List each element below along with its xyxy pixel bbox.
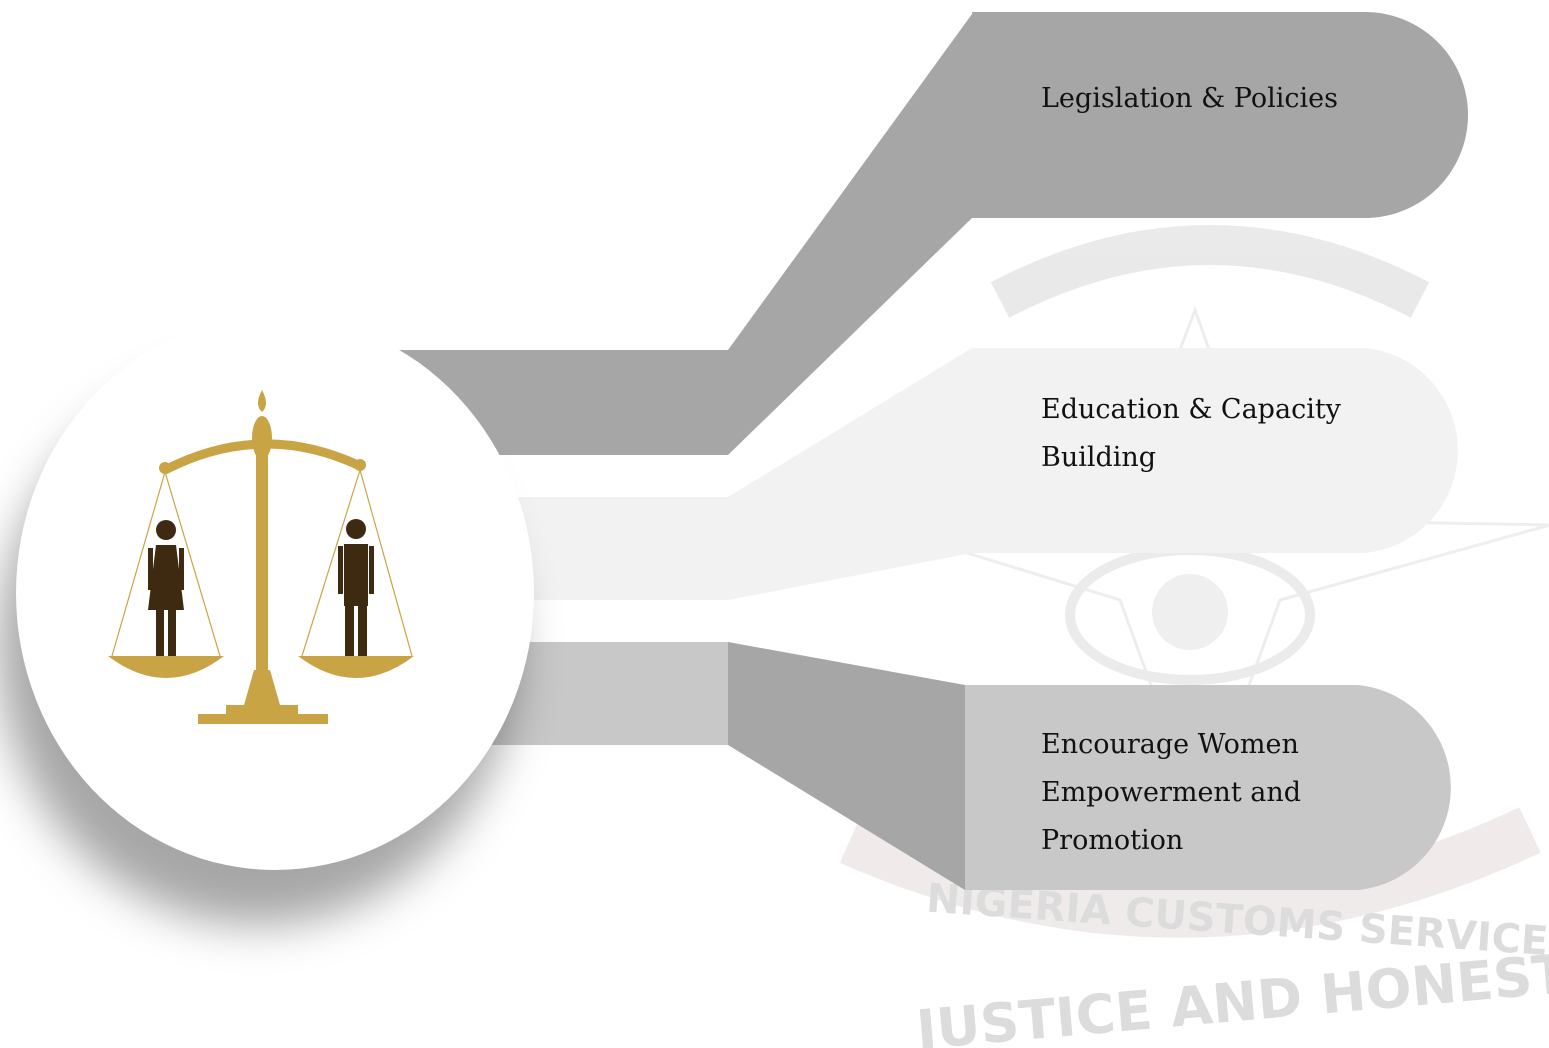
branch-box-middle: [972, 348, 1458, 553]
branch-label-education-line1: Education & Capacity: [1041, 394, 1341, 425]
branch-label-education: Education & Capacity Building: [1041, 386, 1341, 482]
branch-label-empowerment-line1: Encourage Women: [1041, 729, 1299, 760]
branch-box-bottom: [965, 685, 1451, 890]
connector-top: [380, 14, 972, 455]
branch-label-education-line2: Building: [1041, 442, 1157, 473]
branch-label-empowerment-line2: Empowerment and: [1041, 777, 1302, 808]
branch-label-legislation-text: Legislation & Policies: [1041, 83, 1338, 114]
branch-label-legislation: Legislation & Policies: [1041, 75, 1338, 123]
connector-bottom: [728, 642, 965, 890]
man-figure-icon: [338, 519, 374, 656]
branch-label-empowerment: Encourage Women Empowerment and Promotio…: [1041, 721, 1301, 865]
woman-figure-icon: [148, 520, 184, 656]
branch-label-empowerment-line3: Promotion: [1041, 825, 1184, 856]
connector-middle: [430, 348, 972, 600]
scales-of-justice-icon: [108, 390, 414, 724]
center-circle: [16, 316, 534, 870]
branch-box-top: [972, 12, 1468, 218]
